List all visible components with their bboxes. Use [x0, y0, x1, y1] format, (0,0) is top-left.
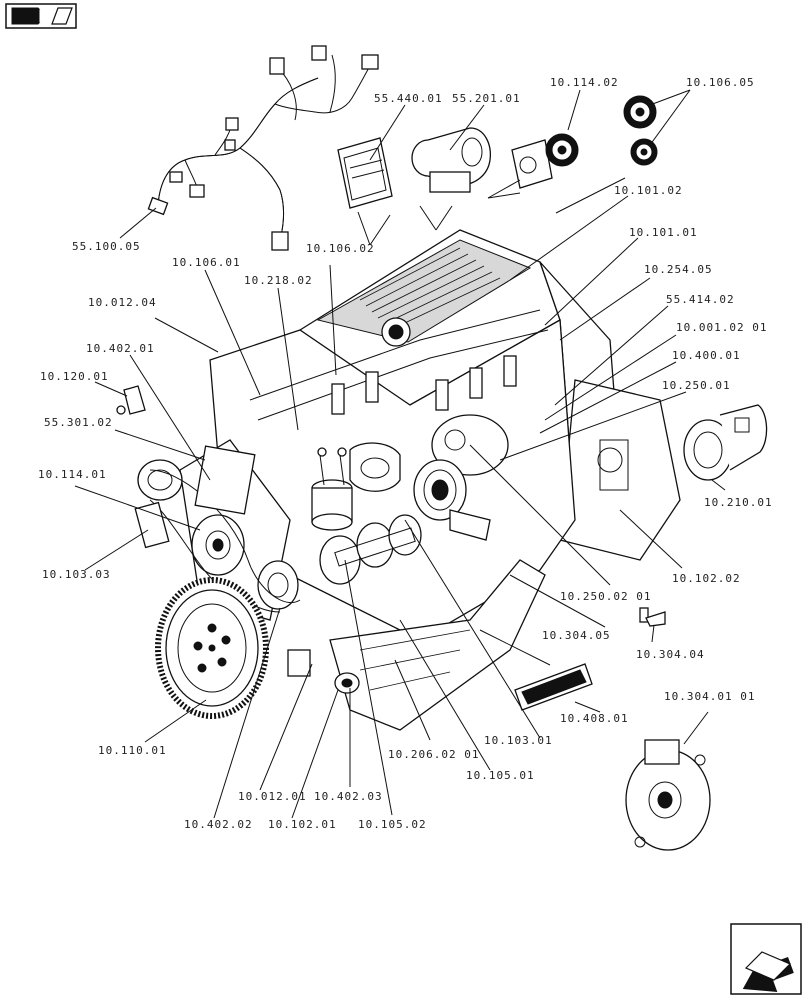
gear-10-114-02	[511, 133, 579, 189]
label-10-105-01: 10.105.01	[466, 769, 535, 782]
crankshaft	[319, 514, 422, 585]
label-55-414-02: 55.414.02	[666, 293, 735, 306]
label-10-101-02: 10.101.02	[614, 184, 683, 197]
bracket-10-120-01	[116, 385, 146, 415]
label-10-304-05: 10.304.05	[542, 629, 611, 642]
label-10-254-05: 10.254.05	[644, 263, 713, 276]
label-10-114-02: 10.114.02	[550, 76, 619, 89]
label-10-102-01: 10.102.01	[268, 818, 337, 831]
label-10-218-02: 10.218.02	[244, 274, 313, 287]
leader-lines	[74, 89, 726, 819]
label-10-250-02-01: 10.250.02 01	[560, 590, 651, 603]
gasket-10-408-01	[514, 663, 593, 711]
label-10-120-01: 10.120.01	[40, 370, 109, 383]
label-10-103-03: 10.103.03	[42, 568, 111, 581]
label-10-210-01: 10.210.01	[704, 496, 773, 509]
label-55-301-02: 55.301.02	[44, 416, 113, 429]
label-10-105-02: 10.105.02	[358, 818, 427, 831]
bolt-10-304-04	[639, 607, 666, 627]
fuel-pump-10-210-01	[683, 404, 768, 481]
label-10-106-02: 10.106.02	[306, 242, 375, 255]
front-belt-drive	[134, 439, 301, 621]
label-10-408-01: 10.408.01	[560, 712, 629, 725]
label-10-250-01: 10.250.01	[662, 379, 731, 392]
label-10-114-01: 10.114.01	[38, 468, 107, 481]
book-arrow-icon[interactable]	[5, 3, 77, 29]
gear-10-106-05	[623, 95, 658, 166]
back-arrow-icon[interactable]	[730, 923, 802, 1000]
label-10-012-04: 10.012.04	[88, 296, 157, 309]
label-10-304-01-01: 10.304.01 01	[664, 690, 755, 703]
vibration-damper	[155, 577, 269, 719]
ecu-module	[337, 137, 393, 209]
label-10-106-05: 10.106.05	[686, 76, 755, 89]
label-10-101-01: 10.101.01	[629, 226, 698, 239]
label-55-201-01: 55.201.01	[452, 92, 521, 105]
starter-motor	[411, 127, 491, 193]
sensor-10-402-03	[334, 672, 360, 694]
label-55-100-05: 55.100.05	[72, 240, 141, 253]
label-55-440-01: 55.440.01	[374, 92, 443, 105]
label-10-102-02: 10.102.02	[672, 572, 741, 585]
label-10-304-04: 10.304.04	[636, 648, 705, 661]
thermostat-housing	[349, 442, 401, 492]
label-10-103-01: 10.103.01	[484, 734, 553, 747]
label-10-402-01: 10.402.01	[86, 342, 155, 355]
piston-conrod	[311, 447, 353, 531]
label-10-001-02-01: 10.001.02 01	[676, 321, 767, 334]
label-10-402-02: 10.402.02	[184, 818, 253, 831]
turbocharger	[413, 414, 509, 541]
label-10-012-01: 10.012.01	[238, 790, 307, 803]
sensor-10-012-01	[287, 649, 311, 677]
label-10-206-02-01: 10.206.02 01	[388, 748, 479, 761]
part-labels: 55.100.05 55.440.01 55.201.01 10.114.02 …	[38, 76, 773, 831]
label-10-110-01: 10.110.01	[98, 744, 167, 757]
oil-pump-10-304-01-01	[625, 739, 711, 851]
label-10-400-01: 10.400.01	[672, 349, 741, 362]
label-10-402-03: 10.402.03	[314, 790, 383, 803]
label-10-106-01: 10.106.01	[172, 256, 241, 269]
